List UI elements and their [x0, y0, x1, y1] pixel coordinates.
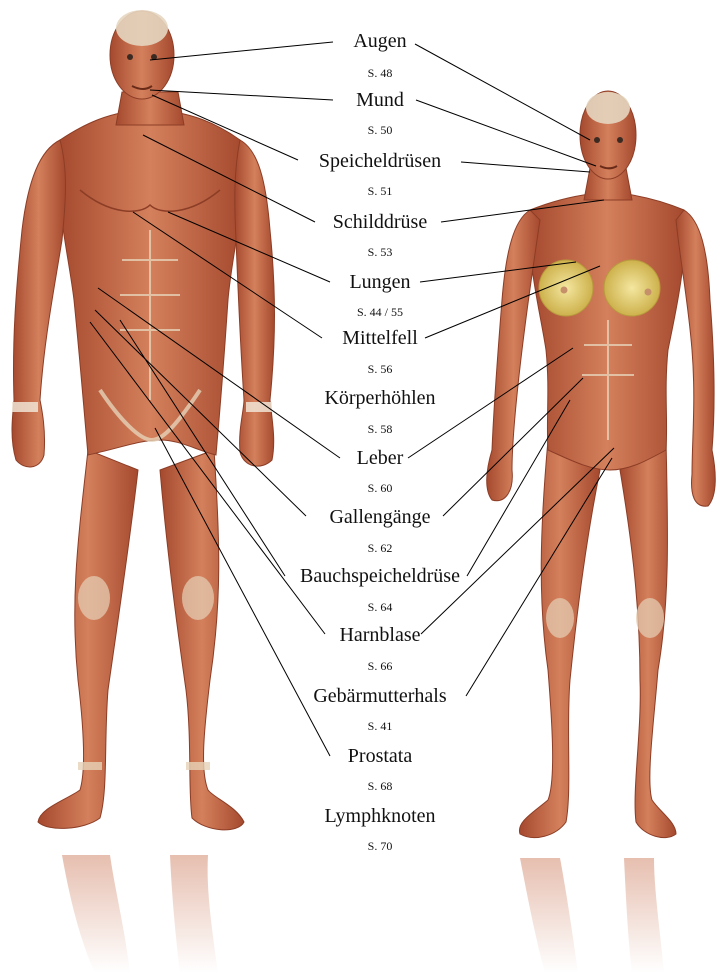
page-ref-mund: S. 50	[0, 123, 720, 137]
page-ref-harnblase: S. 66	[0, 659, 720, 673]
label-gallengaenge: Gallengänge	[0, 506, 720, 528]
page-ref-speicheldruesen: S. 51	[0, 184, 720, 198]
label-koerperhoehlen: Körperhöhlen	[0, 387, 720, 409]
label-bauchspeicheldruese: Bauchspeicheldrüse	[0, 565, 720, 587]
label-prostata: Prostata	[0, 745, 720, 767]
page-ref-bauchspeicheldruese: S. 64	[0, 600, 720, 614]
page-ref-augen: S. 48	[0, 66, 720, 80]
male-reflection	[62, 855, 218, 973]
label-gebaermutterhals: Gebärmutterhals	[0, 685, 720, 707]
page-ref-mittelfell: S. 56	[0, 362, 720, 376]
label-lungen: Lungen	[0, 271, 720, 293]
page-ref-prostata: S. 68	[0, 779, 720, 793]
label-speicheldruesen: Speicheldrüsen	[0, 150, 720, 172]
label-harnblase: Harnblase	[0, 624, 720, 646]
label-lymphknoten: Lymphknoten	[0, 805, 720, 827]
label-mittelfell: Mittelfell	[0, 327, 720, 349]
page-ref-leber: S. 60	[0, 481, 720, 495]
page-ref-lungen: S. 44 / 55	[0, 305, 720, 319]
page-ref-schilddruese: S. 53	[0, 245, 720, 259]
label-leber: Leber	[0, 447, 720, 469]
page-ref-gallengaenge: S. 62	[0, 541, 720, 555]
label-augen: Augen	[0, 30, 720, 52]
female-reflection	[520, 858, 664, 973]
label-mund: Mund	[0, 89, 720, 111]
page-ref-koerperhoehlen: S. 58	[0, 422, 720, 436]
label-schilddruese: Schilddrüse	[0, 211, 720, 233]
page-ref-gebaermutterhals: S. 41	[0, 719, 720, 733]
page-ref-lymphknoten: S. 70	[0, 839, 720, 853]
